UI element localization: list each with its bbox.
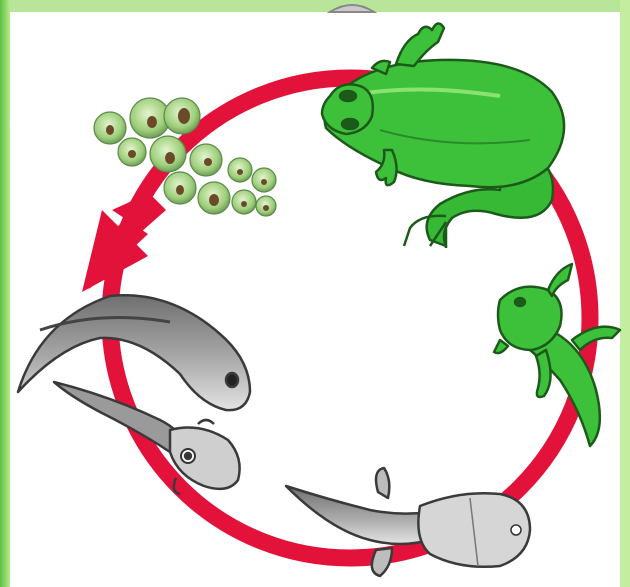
tadpole-icon (18, 295, 250, 410)
adult-frog-icon (322, 23, 564, 248)
froglet-icon (494, 264, 620, 446)
frog-eggs-icon (94, 98, 276, 216)
